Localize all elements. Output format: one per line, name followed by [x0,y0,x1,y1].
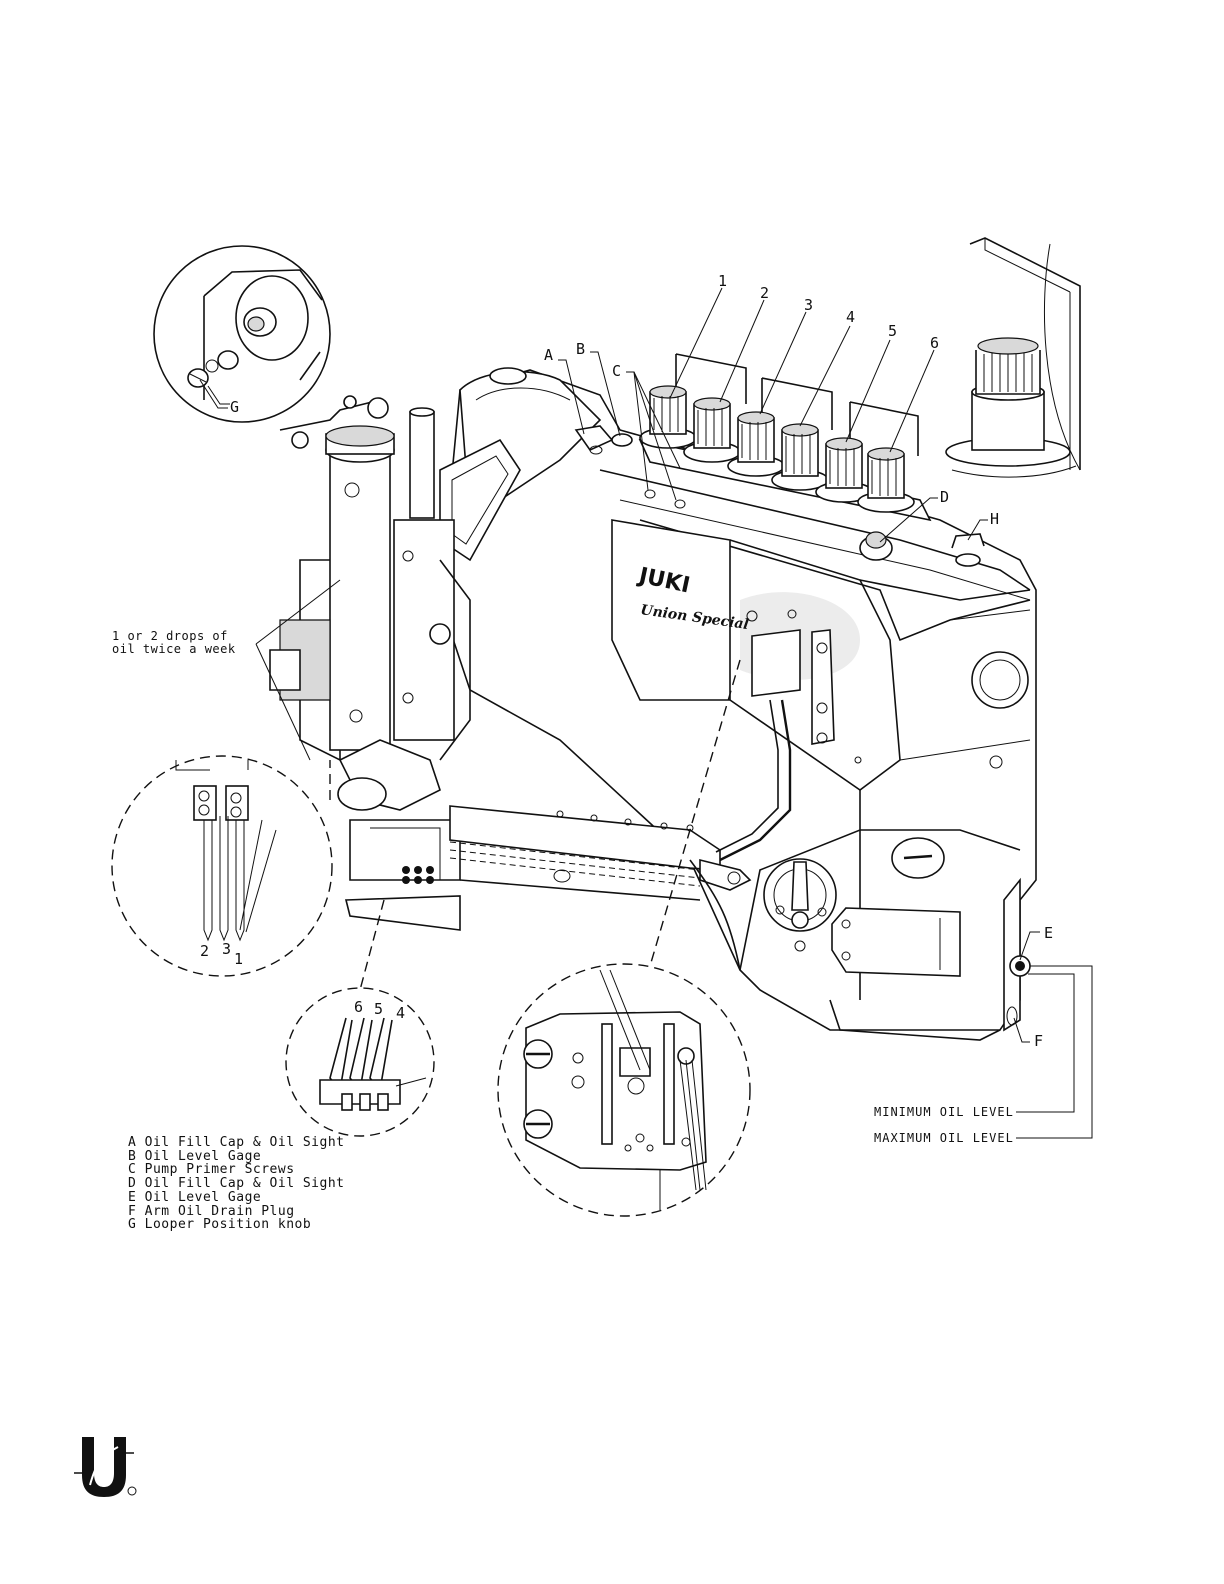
tension-knob-4 [772,424,828,490]
needle-label-1: 1 [234,950,243,968]
inset-needle-plate [498,964,750,1216]
callout-2: 2 [760,284,769,302]
callout-B: B [576,340,585,358]
lubrication-note: 1 or 2 drops of oil twice a week [112,630,236,656]
parts-legend: A Oil Fill Cap & Oil Sight B Oil Level G… [128,1136,345,1232]
callout-C: C [612,362,621,380]
tension-knob-5 [816,438,872,502]
legend-item: F Arm Oil Drain Plug [128,1205,345,1219]
needle-label-2: 2 [200,942,209,960]
inset-looper-position-knob [154,246,330,422]
maximum-oil-level-label: MAXIMUM OIL LEVEL [874,1131,1014,1145]
tension-knob-2 [684,398,740,462]
legend-item: B Oil Level Gage [128,1150,345,1164]
looper-label-5: 5 [374,1000,383,1018]
callout-6: 6 [930,334,939,352]
legend-item: E Oil Level Gage [128,1191,345,1205]
callout-3: 3 [804,296,813,314]
legend-item: A Oil Fill Cap & Oil Sight [128,1136,345,1150]
legend-item: C Pump Primer Screws [128,1163,345,1177]
looper-label-6: 6 [354,998,363,1016]
callout-5: 5 [888,322,897,340]
needle-label-3: 3 [222,940,231,958]
callout-G: G [230,398,239,416]
callout-E: E [1044,924,1053,942]
callout-D: D [940,488,949,506]
callout-1: 1 [718,272,727,290]
oil-level-brackets [1016,966,1092,1138]
looper-label-4: 4 [396,1004,405,1022]
legend-item: G Looper Position knob [128,1218,345,1232]
callout-A: A [544,346,553,364]
union-special-logo [72,1433,142,1503]
tension-knob-6 [858,448,914,512]
legend-item: D Oil Fill Cap & Oil Sight [128,1177,345,1191]
inset-thread-spool [946,238,1080,477]
minimum-oil-level-label: MINIMUM OIL LEVEL [874,1105,1014,1119]
callout-F: F [1034,1032,1043,1050]
callout-4: 4 [846,308,855,326]
lubrication-note-line: oil twice a week [112,643,236,656]
callout-H: H [990,510,999,528]
tension-knob-3 [728,412,784,476]
